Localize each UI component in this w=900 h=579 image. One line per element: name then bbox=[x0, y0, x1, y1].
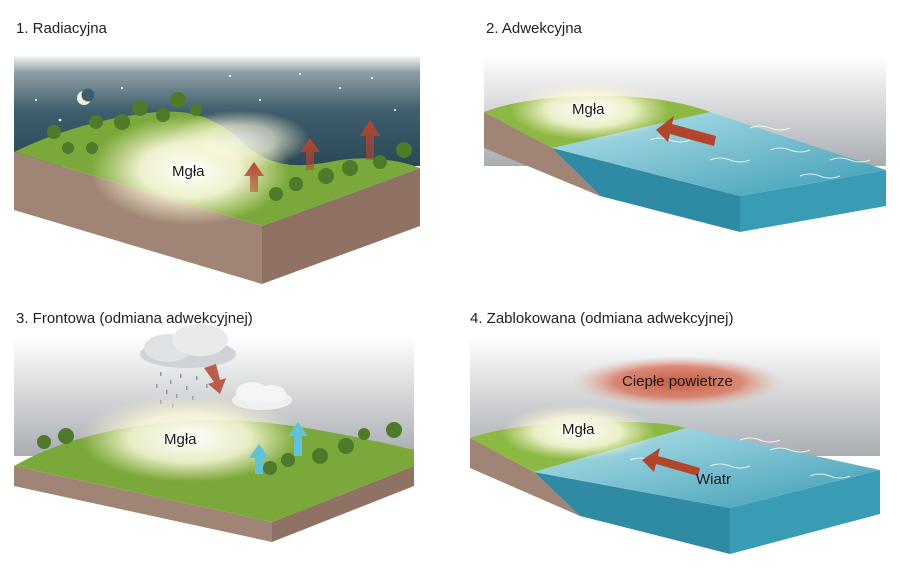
rising-air-arrows bbox=[249, 422, 308, 474]
panel-advection: 2. Adwekcyjna bbox=[450, 0, 900, 289]
warm-air-label: Ciepłe powietrze bbox=[622, 373, 733, 390]
stars bbox=[35, 73, 396, 122]
cliff bbox=[484, 112, 600, 196]
warm-air-layer bbox=[572, 356, 784, 408]
rain-cloud-icon bbox=[140, 324, 236, 368]
trees bbox=[47, 92, 412, 201]
fog-label: Mgła bbox=[172, 163, 205, 180]
wind-label: Wiatr bbox=[696, 471, 731, 488]
panel-title: 2. Adwekcyjna bbox=[486, 20, 582, 37]
radiation-fog-illustration: Mgła bbox=[14, 56, 420, 284]
fog-label: Mgła bbox=[562, 421, 595, 438]
panel-title: 3. Frontowa (odmiana adwekcyjnej) bbox=[16, 310, 253, 327]
moon-icon bbox=[77, 88, 95, 105]
soil-side bbox=[262, 168, 420, 284]
fog-label: Mgła bbox=[164, 431, 197, 448]
fog-cloud bbox=[80, 394, 300, 482]
rain-arrow bbox=[204, 364, 226, 394]
soil-front bbox=[14, 152, 262, 284]
rising-heat-arrows bbox=[244, 120, 380, 192]
panel-radiation: 1. Radiacyjna bbox=[0, 0, 450, 289]
fog-cloud bbox=[510, 80, 670, 140]
water-side bbox=[552, 148, 740, 232]
fog-label: Mgła bbox=[572, 101, 605, 118]
wind-arrow bbox=[642, 448, 700, 476]
cliff bbox=[470, 438, 580, 516]
advection-fog-illustration: Mgła bbox=[484, 56, 886, 232]
trees bbox=[37, 422, 402, 475]
fog-cloud bbox=[500, 404, 656, 460]
panel-frontal: 3. Frontowa (odmiana adwekcyjnej) bbox=[0, 290, 450, 579]
blocked-fog-illustration: Mgła Ciepłe powietrze Wiatr bbox=[470, 336, 880, 554]
wind-arrow bbox=[656, 116, 716, 146]
soil-front bbox=[14, 466, 272, 542]
frontal-fog-illustration: Mgła bbox=[14, 324, 414, 542]
panel-title: 1. Radiacyjna bbox=[16, 20, 107, 37]
panel-blocked: 4. Zablokowana (odmiana adwekcyjnej) bbox=[450, 290, 900, 579]
cloud-icon bbox=[232, 382, 292, 410]
soil-side bbox=[272, 466, 414, 542]
panel-title: 4. Zablokowana (odmiana adwekcyjnej) bbox=[470, 310, 734, 327]
